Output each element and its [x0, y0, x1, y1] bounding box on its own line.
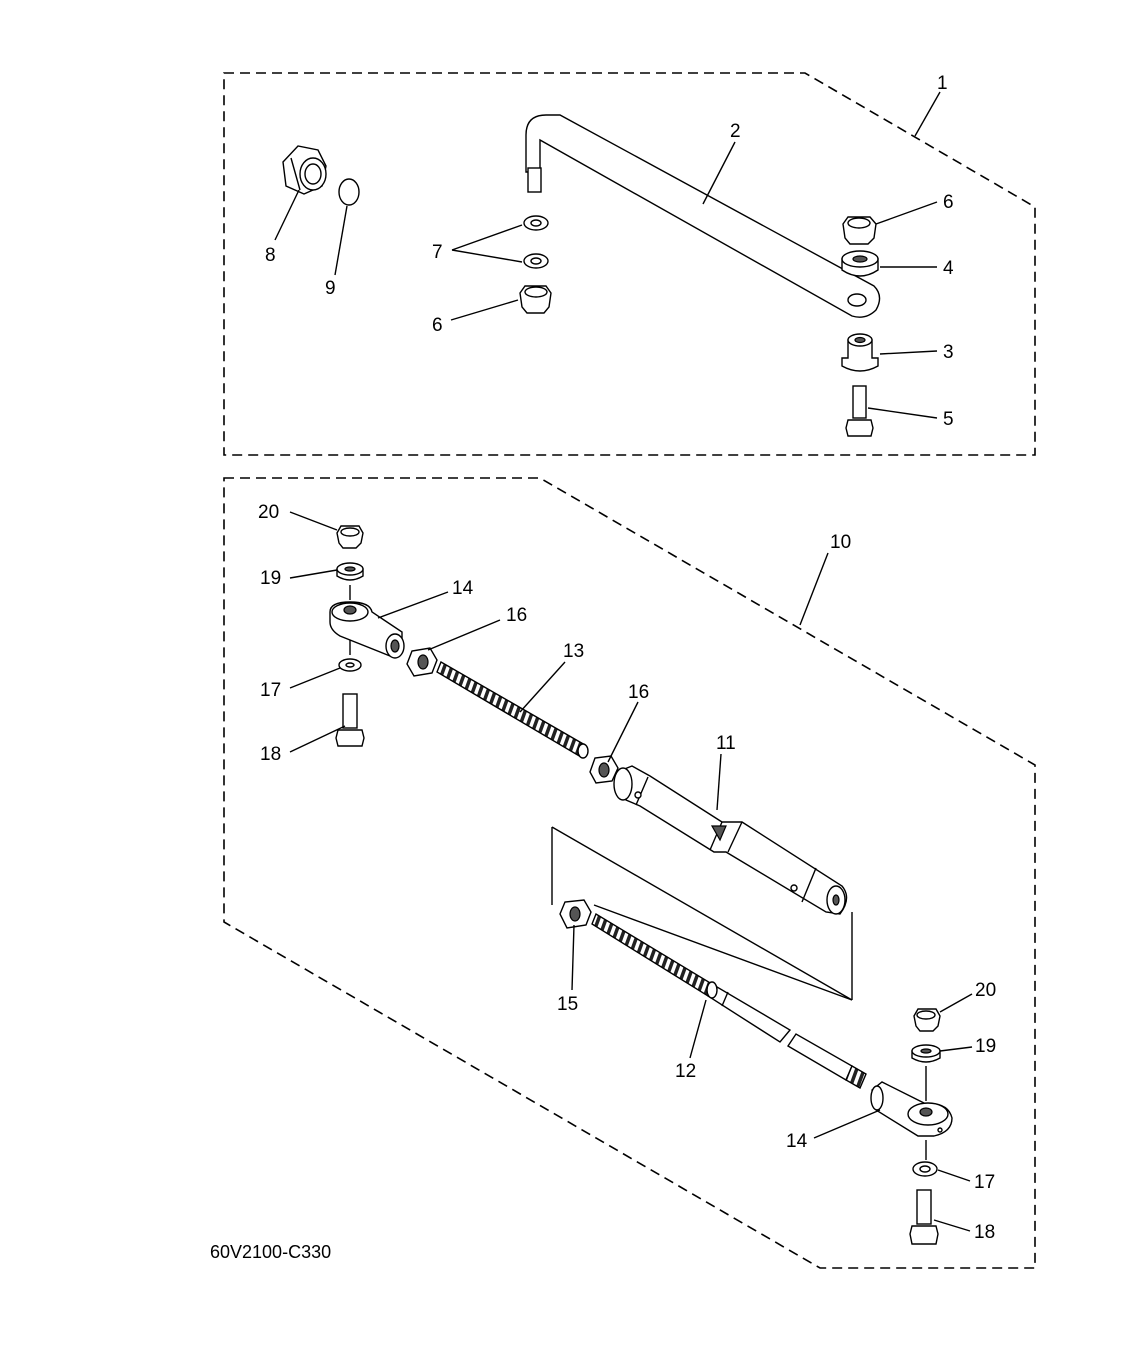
callout-8: 8	[265, 245, 276, 266]
callout-16-upper: 16	[506, 605, 527, 626]
part-5-bolt	[845, 385, 874, 437]
part-18-bolt-left	[335, 693, 365, 747]
part-4-bushing	[841, 250, 879, 277]
leaders-upper	[274, 91, 941, 419]
part-14-rod-end-left	[329, 585, 405, 659]
callout-3: 3	[943, 342, 954, 363]
callout-14-left: 14	[452, 578, 474, 599]
part-16-nut-upper	[406, 647, 438, 677]
part-2-steering-rod	[525, 114, 881, 318]
part-17-washer-right	[912, 1161, 938, 1177]
callout-5: 5	[943, 409, 954, 430]
callout-16-lower: 16	[628, 682, 649, 703]
callout-6-left: 6	[432, 315, 443, 336]
callout-19-left: 19	[260, 568, 281, 589]
callout-10: 10	[830, 532, 851, 553]
part-18-bolt-right	[909, 1189, 939, 1245]
callout-11: 11	[716, 733, 736, 754]
callout-9: 9	[325, 278, 336, 299]
callout-15: 15	[557, 994, 578, 1015]
callout-4: 4	[943, 258, 954, 279]
part-6-nut-right	[842, 216, 877, 245]
part-7-washers	[523, 215, 549, 269]
callout-17-left: 17	[260, 680, 281, 701]
callout-17-right: 17	[974, 1172, 995, 1193]
callout-6-right: 6	[943, 192, 954, 213]
part-3-bushing	[841, 333, 879, 372]
group-10-outline	[223, 477, 1036, 1269]
callout-18-right: 18	[974, 1222, 995, 1243]
part-20-nut-right	[913, 1008, 941, 1032]
callout-12: 12	[675, 1061, 696, 1082]
part-19-washer-right	[911, 1044, 941, 1063]
diagram-code: 60V2100-C330	[210, 1242, 331, 1262]
part-12-threaded-shaft	[591, 912, 867, 1089]
callout-2: 2	[730, 121, 741, 142]
part-11-tube	[613, 765, 848, 915]
part-15-nut	[559, 899, 592, 929]
part-14-rod-end-right	[870, 1066, 953, 1160]
callout-18-left: 18	[260, 744, 281, 765]
callout-20-right: 20	[975, 980, 996, 1001]
callout-7: 7	[432, 242, 443, 263]
leaders-lower	[289, 511, 973, 1232]
part-19-washer-left	[336, 562, 364, 581]
part-9-o-ring	[338, 178, 360, 206]
part-16-nut-lower	[589, 755, 619, 784]
part-17-washer-left	[338, 658, 362, 672]
callout-19-right: 19	[975, 1036, 996, 1057]
part-20-nut-left	[336, 525, 364, 549]
callout-14-right: 14	[786, 1131, 808, 1152]
callout-20-left: 20	[258, 502, 279, 523]
callout-13: 13	[563, 641, 584, 662]
callout-1: 1	[937, 73, 948, 94]
group-1-outline	[223, 72, 1036, 456]
assembly-bracket	[551, 826, 853, 1001]
part-8-nut	[282, 145, 327, 195]
part-13-threaded-rod	[436, 660, 589, 759]
part-6-nut-left	[519, 285, 552, 314]
